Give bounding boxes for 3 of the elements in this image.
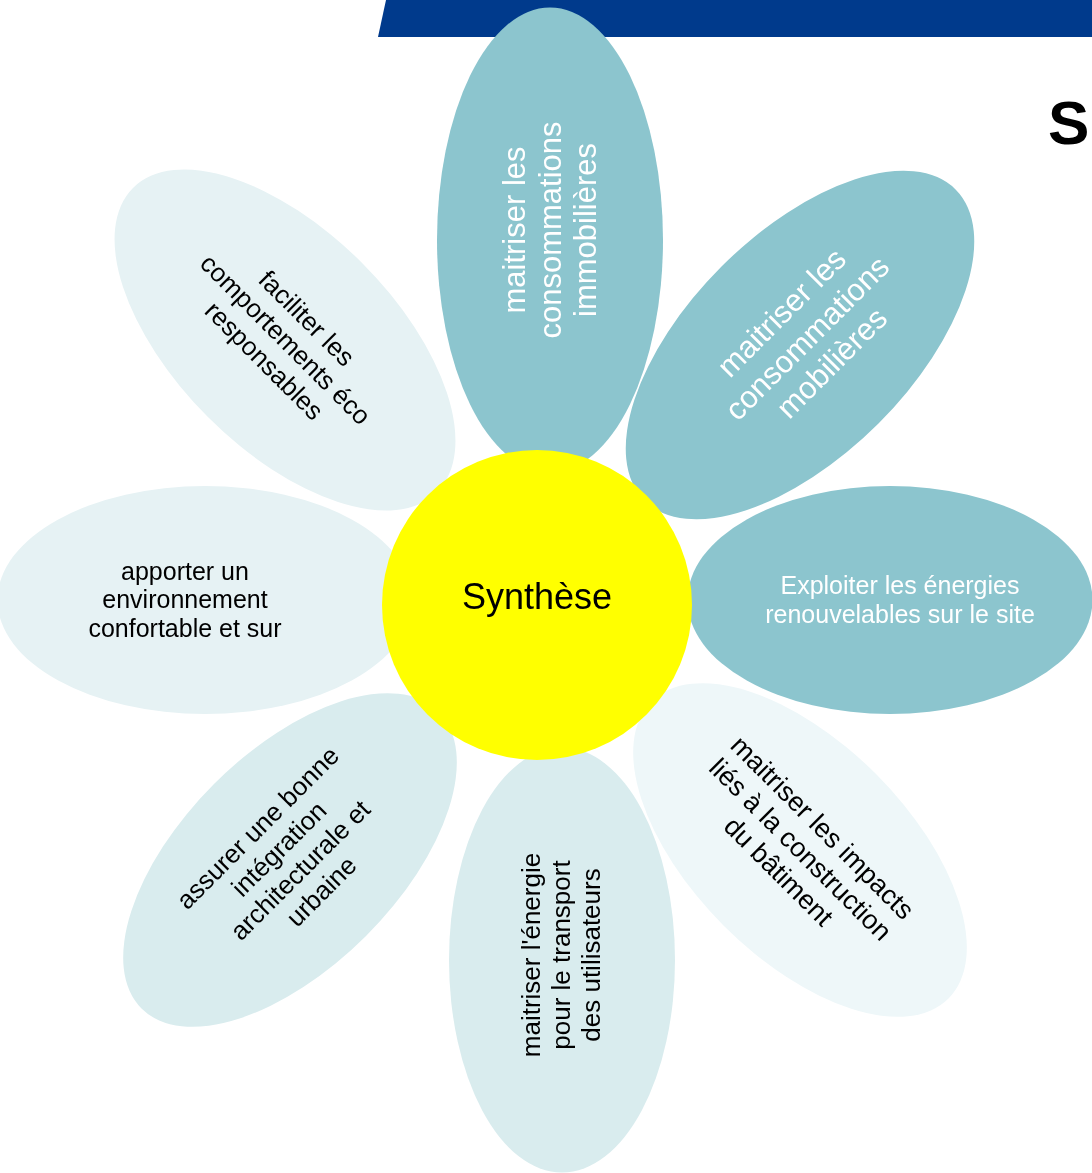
- petal-label: Exploiter les énergies renouvelables sur le site: [750, 571, 1050, 629]
- center-label: Synthèse: [461, 570, 613, 624]
- title-fragment: S: [1048, 92, 1090, 154]
